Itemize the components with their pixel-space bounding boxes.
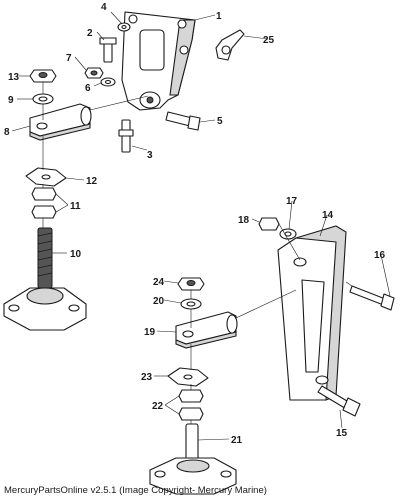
callout-2: 2 — [87, 28, 93, 39]
callout-13: 13 — [8, 72, 20, 83]
callout-7: 7 — [66, 53, 72, 64]
part-13-nut — [29, 69, 57, 83]
callout-15: 15 — [336, 428, 348, 439]
callout-8: 8 — [4, 127, 10, 138]
part-21-mount — [149, 423, 237, 495]
part-11-nut-upper — [31, 187, 57, 201]
part-2-bolt — [99, 37, 117, 63]
callout-12: 12 — [86, 176, 98, 187]
callout-5: 5 — [217, 116, 223, 127]
part-23-tab-washer — [167, 367, 209, 387]
callout-11: 11 — [70, 201, 81, 212]
part-14-plate — [277, 225, 347, 401]
callout-21: 21 — [231, 435, 243, 446]
part-16-bolt — [349, 285, 395, 311]
callout-10: 10 — [70, 249, 82, 260]
part-12-tab-washer — [25, 167, 67, 187]
part-17-washer — [279, 228, 297, 240]
callout-9: 9 — [8, 95, 14, 106]
assembly-lines — [42, 82, 353, 424]
part-25-clip — [215, 29, 245, 61]
callout-22: 22 — [152, 401, 164, 412]
callout-1: 1 — [216, 11, 222, 22]
callout-16: 16 — [374, 250, 386, 261]
part-10-mount — [3, 227, 87, 331]
part-1-bracket — [121, 11, 196, 111]
callout-labels: 1 2 3 4 5 6 7 8 9 10 11 12 13 14 15 16 1… — [4, 2, 386, 446]
part-6-washer — [100, 77, 116, 87]
part-11-nut-lower — [31, 205, 57, 219]
part-3-stud — [118, 119, 134, 153]
part-5-bolt — [165, 111, 201, 131]
callout-17: 17 — [286, 196, 298, 207]
part-22-nut-upper — [178, 389, 204, 403]
callout-23: 23 — [141, 372, 153, 383]
callout-leaders — [11, 11, 391, 441]
part-4-washer — [117, 22, 131, 32]
callout-18: 18 — [238, 215, 250, 226]
callout-20: 20 — [153, 296, 165, 307]
part-20-washer — [180, 298, 202, 310]
part-7-nut — [84, 67, 104, 79]
part-9-washer — [32, 93, 54, 105]
callout-3: 3 — [147, 150, 153, 161]
callout-6: 6 — [85, 83, 91, 94]
part-19-link — [175, 311, 238, 349]
part-15-bolt — [317, 385, 361, 417]
callout-24: 24 — [153, 277, 165, 288]
image-copyright-footer: MercuryPartsOnline v2.5.1 (Image Copyrig… — [4, 485, 267, 496]
callout-4: 4 — [101, 2, 107, 13]
callout-14: 14 — [322, 210, 334, 221]
callout-25: 25 — [263, 35, 275, 46]
part-22-nut-lower — [178, 407, 204, 421]
part-24-nut — [177, 277, 205, 291]
part-18-nut — [258, 217, 280, 231]
callout-19: 19 — [144, 327, 156, 338]
part-8-link — [29, 103, 92, 141]
